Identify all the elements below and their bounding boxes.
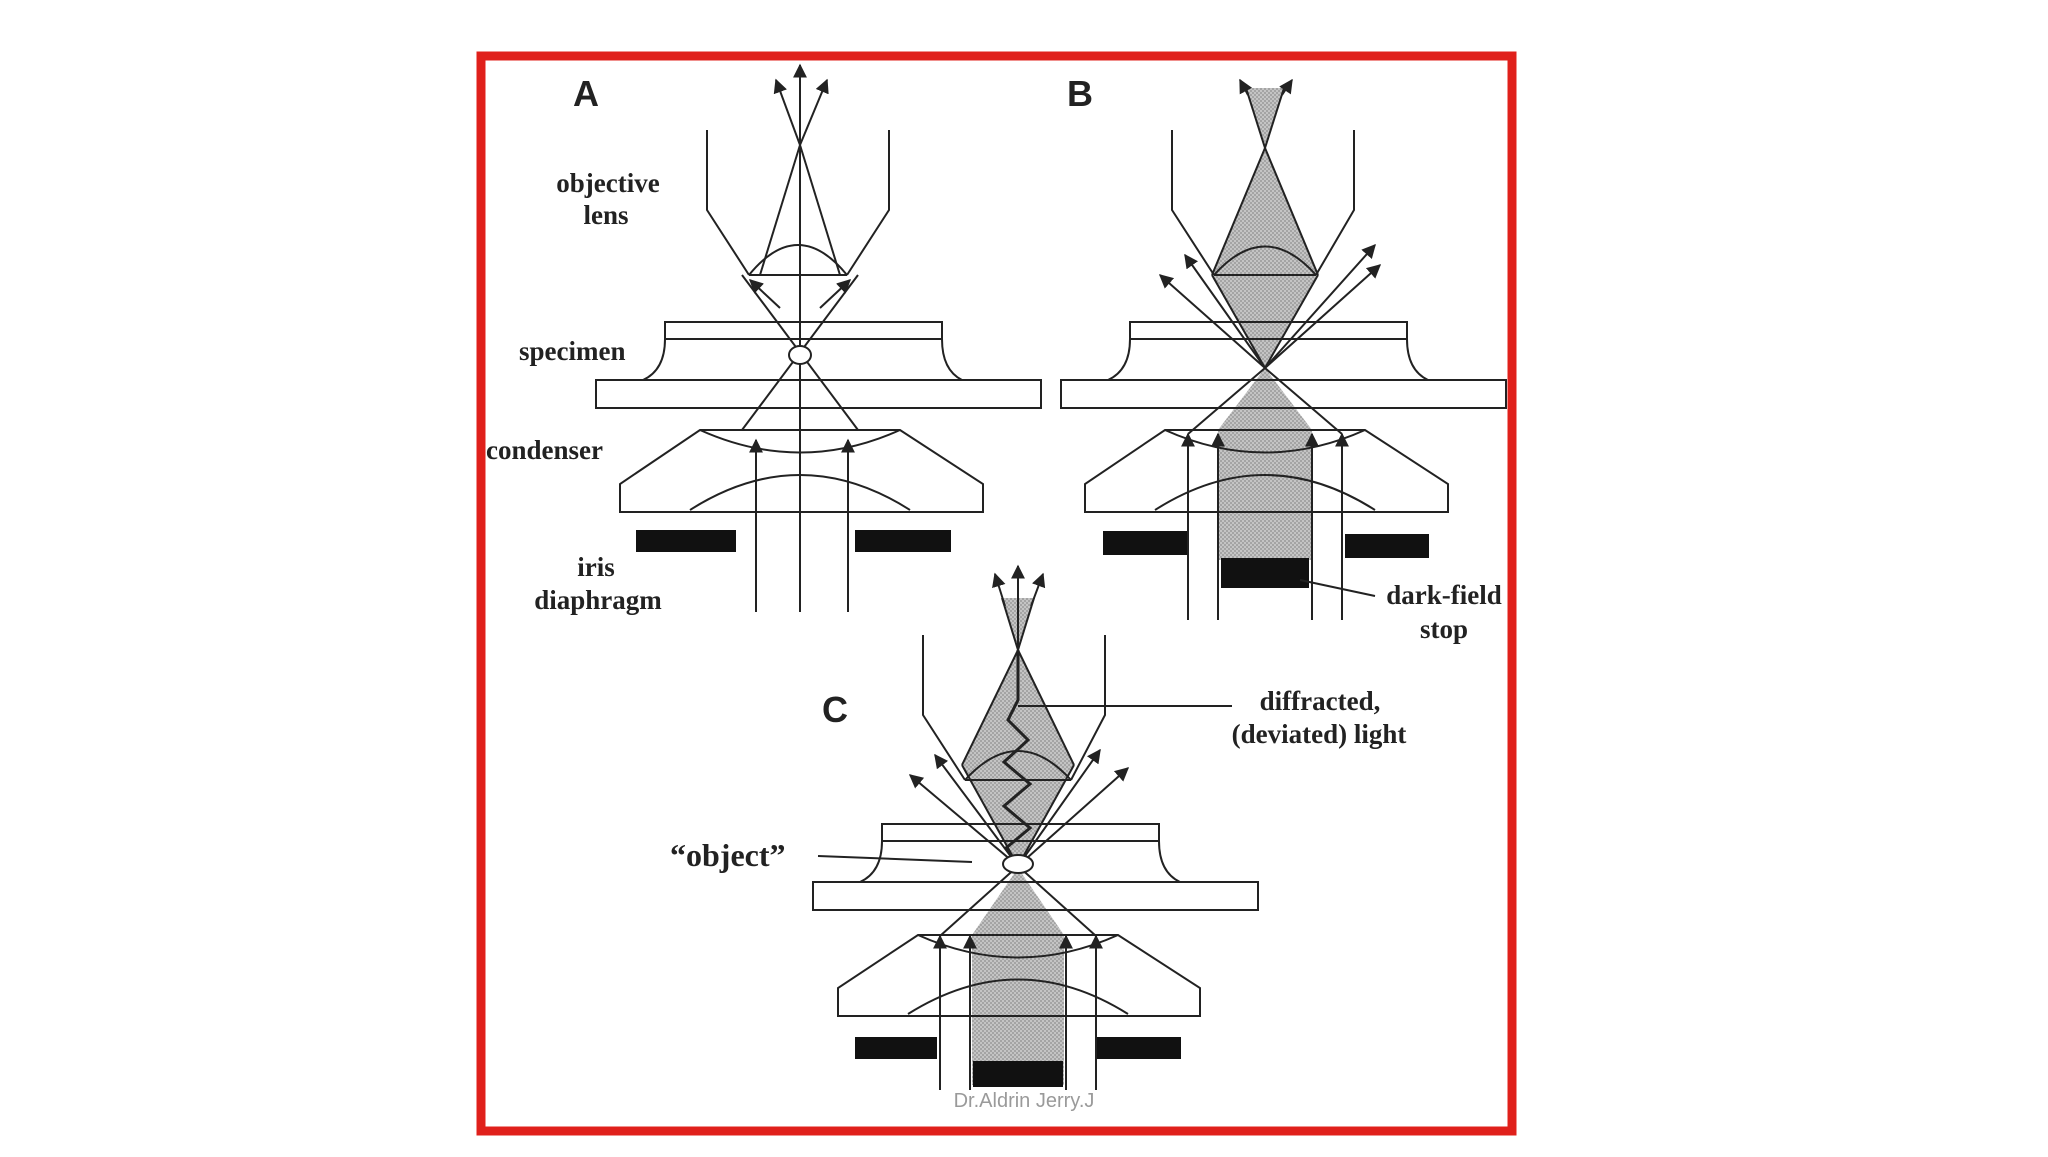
panel-a [595, 63, 1042, 612]
label-darkfield-line1: dark-field [1386, 580, 1502, 610]
label-condenser: condenser [486, 435, 603, 465]
panel-b [1060, 78, 1507, 620]
panel-b-letter: B [1067, 73, 1093, 114]
label-object: “object” [670, 837, 786, 873]
panel-c-letter: C [822, 689, 848, 730]
label-darkfield-line2: stop [1420, 614, 1468, 644]
label-iris-line1: iris [577, 552, 615, 582]
panel-a-letter: A [573, 73, 599, 114]
panel-c [812, 564, 1259, 1090]
label-diffracted-line1: diffracted, [1260, 686, 1381, 716]
label-iris-line2: diaphragm [534, 585, 662, 615]
label-objective-line1: objective [556, 168, 659, 198]
label-diffracted-line2: (deviated) light [1232, 719, 1407, 749]
label-specimen: specimen [519, 336, 625, 366]
watermark-text: Dr.Aldrin Jerry.J [954, 1090, 1095, 1112]
label-objective-line2: lens [583, 200, 628, 230]
